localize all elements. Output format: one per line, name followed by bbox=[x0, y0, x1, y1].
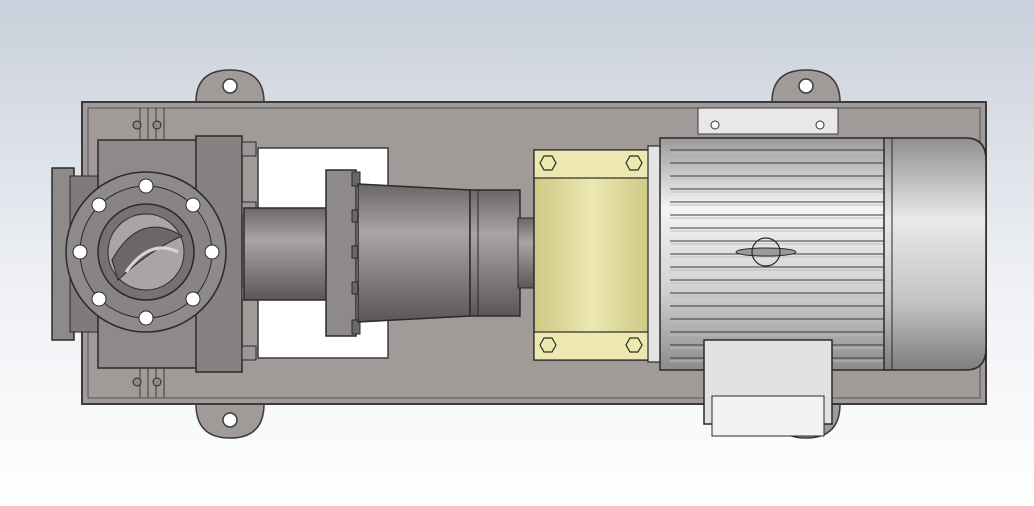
motor-fan-cover bbox=[883, 137, 987, 371]
pump bbox=[51, 135, 537, 373]
coupling-guard bbox=[533, 149, 651, 361]
motor-mount-plate bbox=[697, 107, 839, 135]
lug-hole-top-right bbox=[798, 78, 814, 94]
bracket-flange bbox=[325, 169, 357, 337]
guard-hex-bolts bbox=[539, 155, 643, 353]
lug-hole-bottom-left bbox=[222, 412, 238, 428]
motor-bracket bbox=[357, 183, 471, 323]
rail-bolts bbox=[132, 120, 162, 387]
flange-bolt-holes bbox=[72, 178, 220, 326]
lug-hole-top-left bbox=[222, 78, 238, 94]
bearing-housing bbox=[243, 207, 335, 301]
lifting-eye bbox=[735, 247, 797, 257]
electric-motor bbox=[647, 137, 987, 437]
